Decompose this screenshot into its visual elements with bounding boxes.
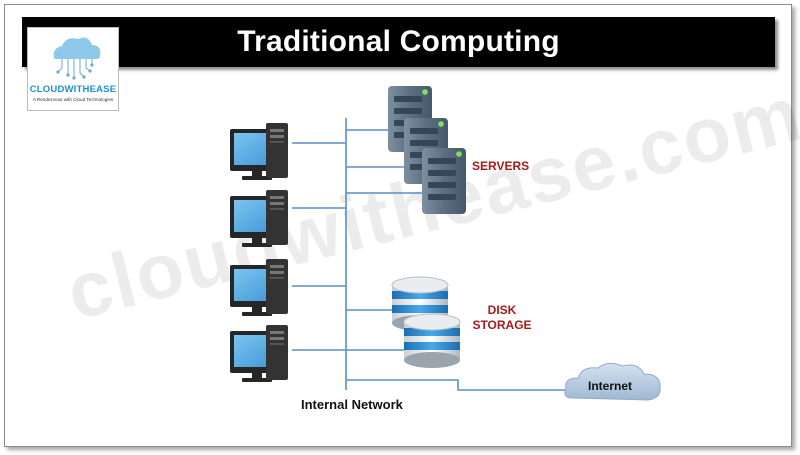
cloud-circuit-icon: [53, 37, 101, 80]
disk-storage-icon: [403, 313, 461, 369]
internet-cloud-icon: [564, 362, 661, 401]
title-bar: Traditional Computing: [22, 17, 775, 67]
servers-label: SERVERS: [472, 159, 530, 173]
logo-brand: CLOUDWITHEASE: [29, 84, 117, 95]
disk-label-line2: STORAGE: [472, 318, 532, 332]
internal-network-label: Internal Network: [301, 397, 403, 412]
computer-icon: [230, 123, 288, 180]
diagram-frame: [4, 4, 792, 447]
computer-icon: [230, 190, 288, 247]
network-lines: [292, 118, 568, 391]
computer-icon: [230, 325, 288, 382]
computer-icon: [230, 259, 288, 316]
logo-tagline: A Rendezvous with Cloud Technologies: [32, 97, 114, 102]
disk-label-line1: DISK: [487, 303, 517, 317]
disk-storage-label: DISK STORAGE: [472, 303, 532, 333]
server-icon: [422, 148, 466, 214]
page-title: Traditional Computing: [237, 25, 560, 58]
logo: CLOUDWITHEASE A Rendezvous with Cloud Te…: [27, 27, 119, 111]
internet-label: Internet: [588, 379, 633, 393]
